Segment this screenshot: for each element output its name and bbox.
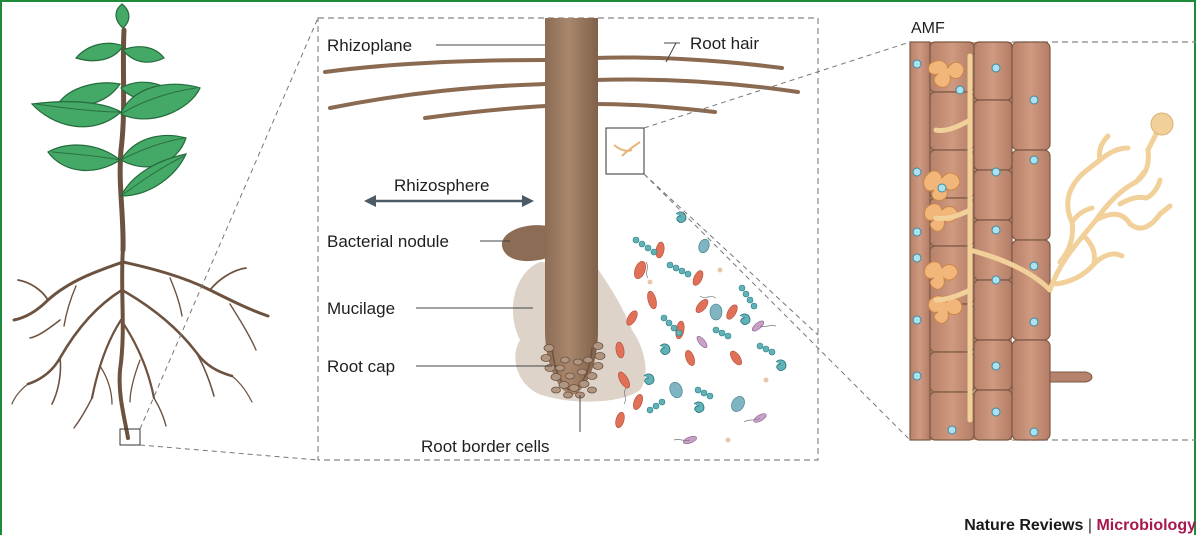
label-root-cap: Root cap — [327, 357, 395, 376]
amf-panel — [910, 42, 1196, 440]
label-root-border-cells: Root border cells — [421, 437, 550, 456]
label-mucilage: Mucilage — [327, 299, 395, 318]
bacterial-nodule-shape — [502, 225, 547, 261]
label-bacterial-nodule: Bacterial nodule — [327, 232, 449, 251]
credit-separator: | — [1088, 517, 1092, 534]
label-rhizoplane: Rhizoplane — [327, 36, 412, 55]
root-cortex-cells — [910, 42, 1092, 440]
label-rhizosphere: Rhizosphere — [394, 176, 489, 195]
plant-illustration — [12, 4, 268, 445]
zoom-lines-amf — [644, 42, 910, 440]
label-root-hair: Root hair — [690, 34, 759, 53]
credit-journal: Nature Reviews — [964, 517, 1083, 534]
bacteria-community — [614, 212, 786, 445]
credit-section: Microbiology — [1096, 517, 1196, 534]
spore — [1151, 113, 1173, 135]
label-amf: AMF — [911, 20, 945, 37]
main-root — [545, 18, 598, 395]
journal-credit: Nature Reviews | Microbiology — [964, 517, 1196, 535]
rhizosphere-arrow — [364, 195, 534, 207]
zoom-box-root-tip — [120, 429, 140, 445]
fungal-hyphae — [936, 56, 1170, 420]
